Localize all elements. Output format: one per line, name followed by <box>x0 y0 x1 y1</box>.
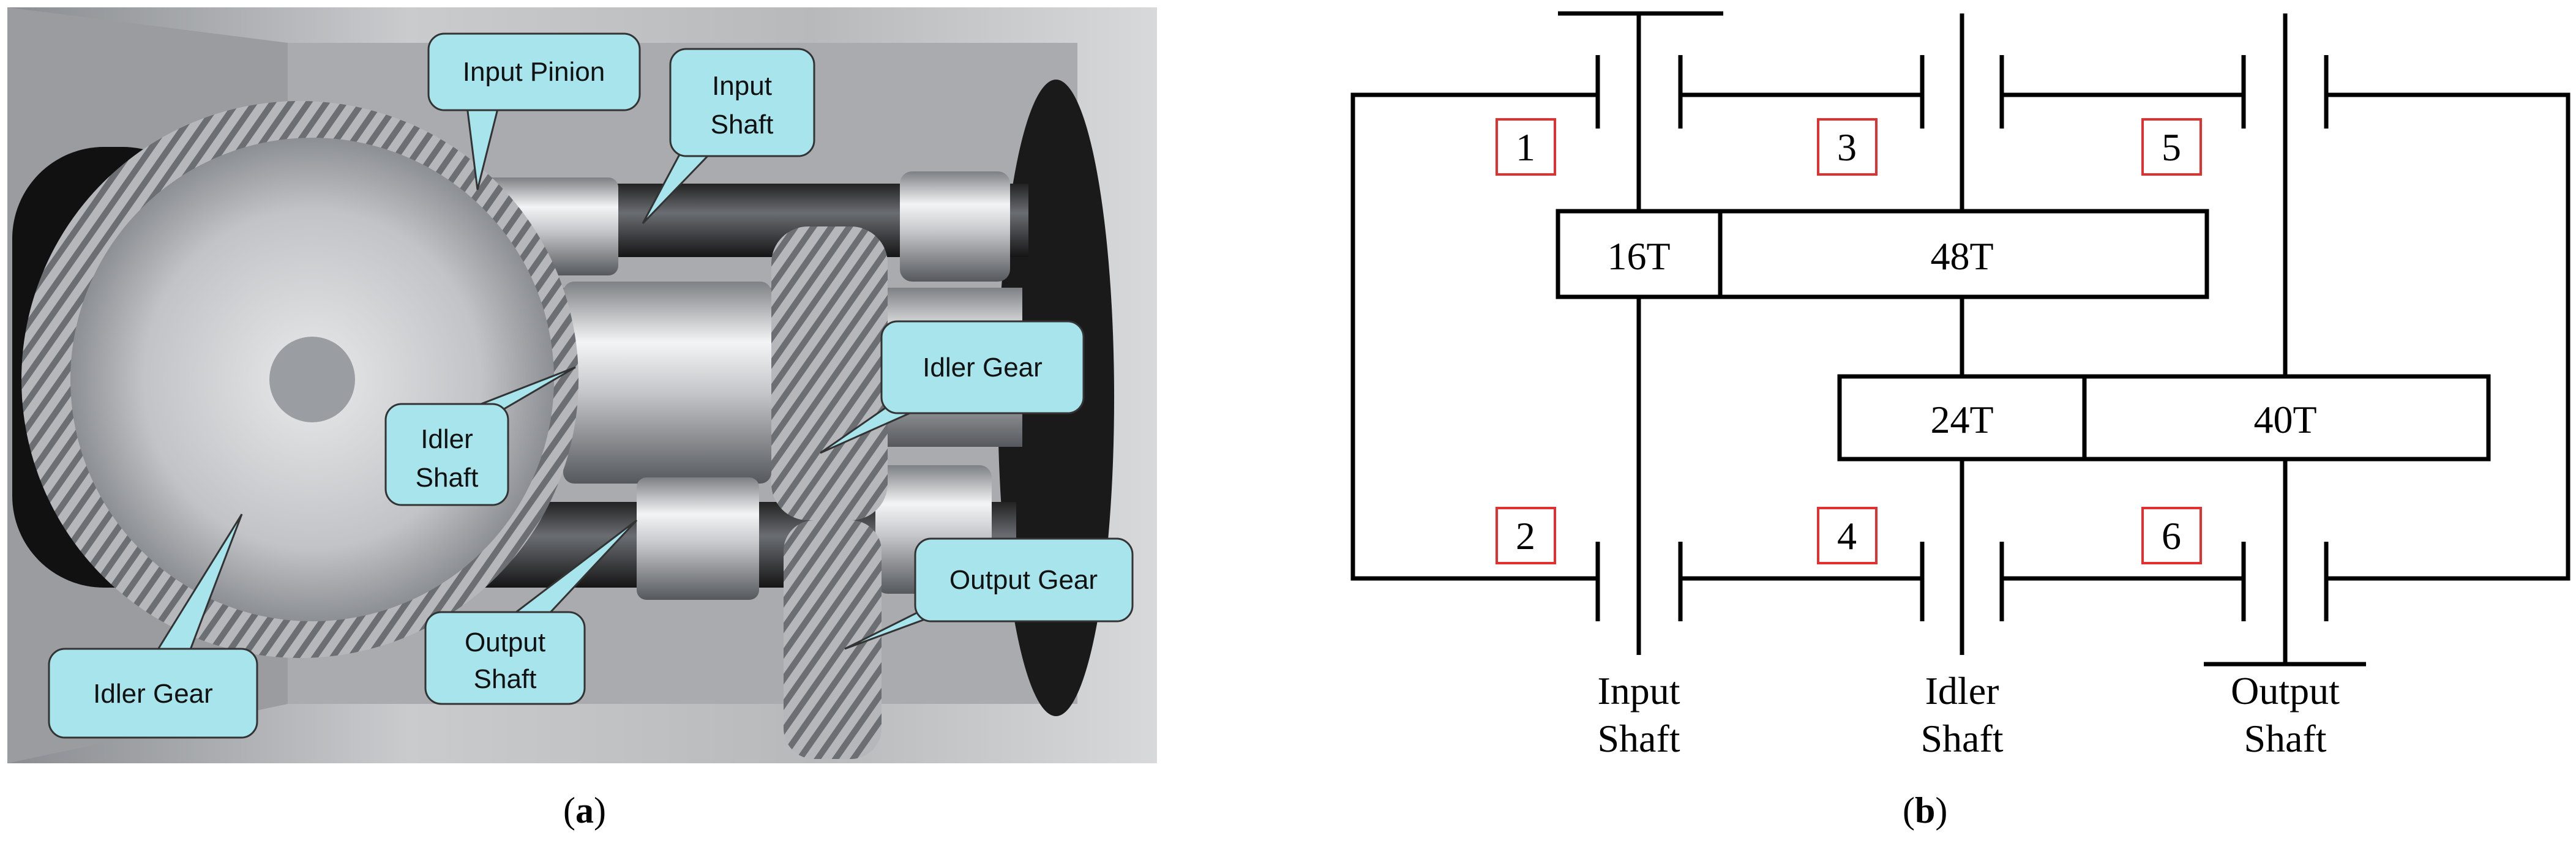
callout-box <box>48 648 258 739</box>
callout-output-shaft-label-2: Shaft <box>474 664 537 694</box>
callout-input-pinion-label: Input Pinion <box>463 57 605 87</box>
input-bearing-right <box>900 171 1010 282</box>
bearing-label-3: 3 <box>1837 125 1857 169</box>
gear-16t-label: 16T <box>1607 234 1670 278</box>
callout-input-shaft-label-2: Shaft <box>711 110 774 140</box>
bearing-label-1: 1 <box>1516 125 1535 169</box>
callout-idler-gear-right-label: Idler Gear <box>923 353 1043 383</box>
bearing-box-6 <box>2141 507 2202 564</box>
idler-shaft-label-2: Shaft <box>1920 717 2003 760</box>
bearing-box-2 <box>1496 507 1556 564</box>
input-shaft-label-2: Shaft <box>1597 717 1680 760</box>
gear-48t-box <box>1718 209 2209 299</box>
callout-output-gear-label: Output Gear <box>949 565 1098 595</box>
bearing-label-6: 6 <box>2162 514 2181 558</box>
gear-40t-box <box>2082 374 2491 462</box>
callout-output-shaft-label-1: Output <box>465 627 545 657</box>
bearing-labels: 1 3 5 2 4 6 <box>1496 118 2202 564</box>
output-collar <box>637 477 759 600</box>
callout-box <box>424 611 586 705</box>
callout-box <box>914 537 1134 623</box>
gear-40t-label: 40T <box>2253 398 2316 441</box>
schematic-panel <box>1350 11 2570 667</box>
bearing-box-1 <box>1496 118 1556 176</box>
caption-a-letter: a <box>575 790 594 831</box>
callout-input-pinion: Input Pinion <box>427 32 641 190</box>
callout-idler-shaft-label-2: Shaft <box>416 463 479 493</box>
callout-input-shaft: Input Shaft <box>642 48 815 225</box>
gear-labels: 16T 48T 24T 40T <box>1607 234 2316 441</box>
caption-a: (a) <box>563 790 606 832</box>
caption-b-open: ( <box>1903 790 1915 831</box>
shaft-labels: Input Shaft Idler Shaft Output Shaft <box>1597 669 2340 760</box>
callout-idler-gear-left: Idler Gear <box>48 514 258 739</box>
gear-16t-box <box>1556 209 1723 299</box>
callout-box <box>880 320 1085 414</box>
input-shaft-label-1: Input <box>1597 669 1680 712</box>
caption-a-close: ) <box>593 790 606 831</box>
gear-24t-label: 24T <box>1930 398 1993 441</box>
bearing-box-3 <box>1817 118 1878 176</box>
bearing-box-4 <box>1817 507 1878 564</box>
output-helical-gear <box>784 520 882 759</box>
output-shaft-label-2: Shaft <box>2244 717 2326 760</box>
callout-box <box>669 48 815 157</box>
bearing-label-2: 2 <box>1516 514 1535 558</box>
gear-48t-label: 48T <box>1930 234 1993 278</box>
callout-output-gear: Output Gear <box>844 537 1134 650</box>
bearing-label-4: 4 <box>1837 514 1857 558</box>
callout-idler-shaft-label-1: Idler <box>421 424 473 454</box>
callout-box <box>427 32 641 111</box>
caption-b: (b) <box>1903 790 1947 832</box>
callout-idler-shaft: Idler Shaft <box>384 366 576 506</box>
large-idler-gear-hub <box>269 337 355 422</box>
output-shaft-label-1: Output <box>2231 669 2340 712</box>
idler-helical-gear <box>771 226 888 520</box>
callout-box <box>384 403 509 506</box>
callout-output-shaft: Output Shaft <box>424 519 638 705</box>
casing-right <box>2326 92 2570 581</box>
callout-idler-gear-left-label: Idler Gear <box>93 679 213 709</box>
casing-left <box>1350 92 1598 581</box>
caption-b-close: ) <box>1935 790 1948 831</box>
idler-collar <box>563 282 771 484</box>
idler-shaft-label-1: Idler <box>1925 669 1999 712</box>
caption-b-letter: b <box>1914 790 1936 831</box>
bearing-label-5: 5 <box>2162 125 2181 169</box>
caption-a-open: ( <box>563 790 575 831</box>
bearing-box-5 <box>2141 118 2202 176</box>
callout-input-shaft-label-1: Input <box>712 71 772 101</box>
callout-idler-gear-right: Idler Gear <box>820 320 1085 454</box>
